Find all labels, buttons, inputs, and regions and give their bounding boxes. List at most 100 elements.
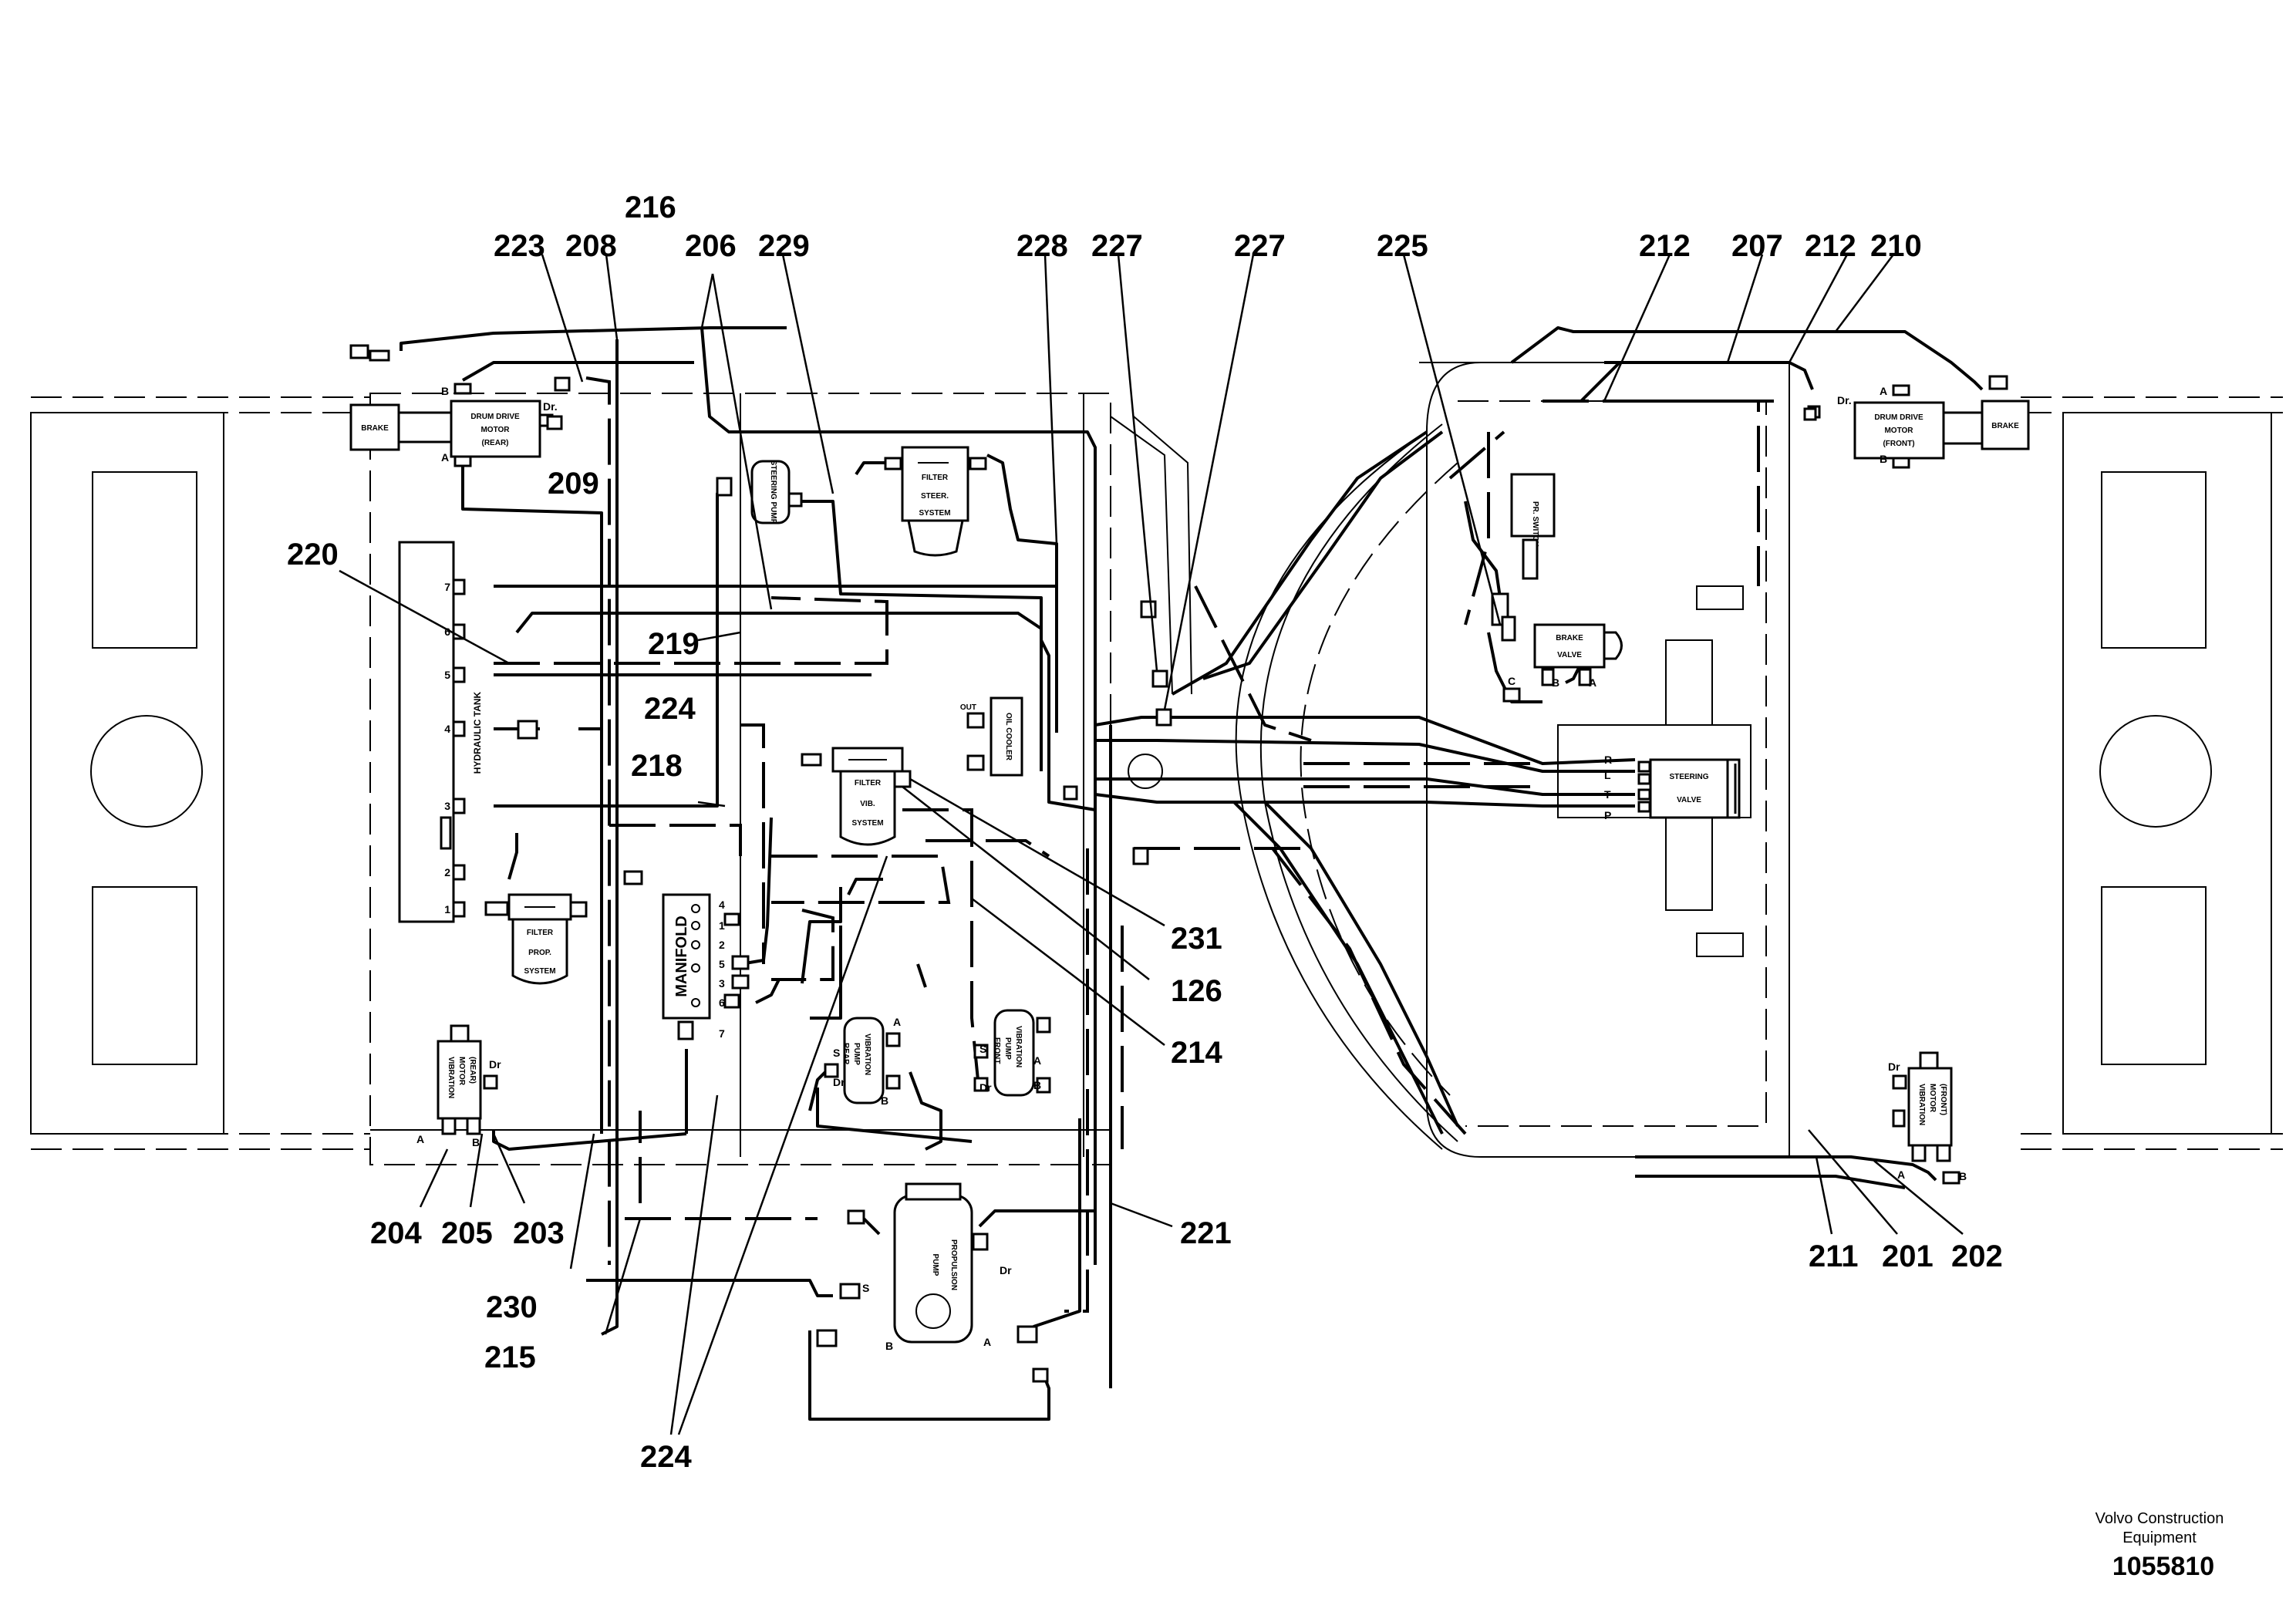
callout-201: 201 xyxy=(1882,1239,1934,1273)
pressure-switch: PR. SWITCH xyxy=(1491,473,1556,642)
callout-228: 228 xyxy=(1017,229,1068,263)
svg-text:1: 1 xyxy=(444,903,450,916)
svg-text:FILTER: FILTER xyxy=(527,929,554,937)
svg-text:A: A xyxy=(893,1016,901,1028)
svg-text:VIB.: VIB. xyxy=(860,800,875,808)
svg-text:Dr: Dr xyxy=(979,1081,992,1094)
callout-204: 204 xyxy=(370,1216,422,1250)
callout-229: 229 xyxy=(758,229,810,263)
callout-215: 215 xyxy=(484,1340,536,1374)
svg-text:Dr.: Dr. xyxy=(1837,394,1852,406)
callout-225: 225 xyxy=(1377,229,1428,263)
svg-text:STEERING PUMP: STEERING PUMP xyxy=(769,460,777,524)
callout-216: 216 xyxy=(625,191,676,224)
svg-text:B: B xyxy=(1033,1079,1041,1091)
chassis-outline xyxy=(30,362,2283,1165)
svg-text:A: A xyxy=(416,1133,424,1145)
svg-text:BRAKE: BRAKE xyxy=(361,424,389,433)
drum-drive-motor-front: DRUM DRIVE MOTOR (FRONT) BRAKE A B Dr. xyxy=(1807,375,2030,469)
svg-text:2: 2 xyxy=(444,866,450,878)
svg-text:MOTOR: MOTOR xyxy=(1928,1084,1937,1113)
svg-text:STEER.: STEER. xyxy=(921,492,949,501)
callout-227-a: 227 xyxy=(1091,229,1143,263)
svg-text:S: S xyxy=(833,1047,840,1059)
callout-210: 210 xyxy=(1870,229,1922,263)
callout-224-b: 224 xyxy=(640,1440,692,1474)
vibration-pump-rear: VIBRATION PUMP REAR A S Dr B xyxy=(824,1016,901,1107)
steering-valve: STEERING VALVE R L T P xyxy=(1604,754,1741,821)
callout-206: 206 xyxy=(685,229,737,263)
filter-prop-system: FILTER PROP. SYSTEM xyxy=(484,893,588,985)
filter-steer-system: FILTER STEER. SYSTEM xyxy=(884,446,987,557)
svg-text:B: B xyxy=(441,385,449,397)
callout-211: 211 xyxy=(1809,1239,1859,1273)
svg-text:VALVE: VALVE xyxy=(1677,796,1701,804)
footer-brand: Volvo Construction Equipment 1055810 xyxy=(2095,1510,2224,1581)
svg-text:VALVE: VALVE xyxy=(1557,651,1582,659)
svg-text:A: A xyxy=(1589,676,1596,689)
svg-text:A: A xyxy=(983,1336,991,1348)
svg-text:1: 1 xyxy=(719,919,725,932)
callout-214: 214 xyxy=(1171,1036,1222,1070)
callout-203: 203 xyxy=(513,1216,565,1250)
svg-text:A: A xyxy=(1897,1168,1905,1181)
callout-221: 221 xyxy=(1180,1216,1232,1250)
vibration-motor-front: VIBRATION MOTOR (FRONT) Dr A B xyxy=(1888,1051,1967,1182)
svg-text:B: B xyxy=(881,1094,888,1107)
svg-text:S: S xyxy=(862,1282,869,1294)
svg-text:S: S xyxy=(979,1043,986,1055)
svg-text:SYSTEM: SYSTEM xyxy=(524,967,555,976)
svg-text:PUMP: PUMP xyxy=(931,1254,939,1276)
callout-202: 202 xyxy=(1951,1239,2003,1273)
svg-text:(FRONT): (FRONT) xyxy=(1939,1084,1947,1115)
callout-208: 208 xyxy=(565,229,617,263)
svg-text:5: 5 xyxy=(719,958,725,970)
svg-text:MOTOR: MOTOR xyxy=(457,1057,466,1086)
svg-text:Dr: Dr xyxy=(1888,1061,1900,1073)
svg-text:Dr.: Dr. xyxy=(543,400,558,413)
hoses-dashed xyxy=(494,361,1789,1313)
svg-text:FRONT: FRONT xyxy=(993,1037,1001,1064)
svg-text:(FRONT): (FRONT) xyxy=(1883,440,1914,448)
svg-text:B: B xyxy=(885,1340,893,1352)
drum-drive-motor-rear: BRAKE DRUM DRIVE MOTOR (REAR) B A Dr. xyxy=(349,344,558,467)
brake-valve: BRAKE VALVE C B A xyxy=(1502,623,1623,703)
fittings xyxy=(546,376,1961,1383)
svg-text:L: L xyxy=(1604,769,1611,781)
callout-207: 207 xyxy=(1731,229,1783,263)
callout-leaders xyxy=(339,254,1964,1435)
callout-numbers: 216 223 208 206 229 228 227 227 225 212 … xyxy=(287,191,2003,1474)
svg-text:PUMP: PUMP xyxy=(1003,1037,1012,1060)
svg-text:SYSTEM: SYSTEM xyxy=(851,819,883,828)
svg-text:3: 3 xyxy=(719,977,725,990)
svg-text:VIBRATION: VIBRATION xyxy=(1014,1026,1023,1067)
svg-text:A: A xyxy=(1033,1054,1041,1067)
vibration-pump-front: VIBRATION PUMP FRONT A S Dr B xyxy=(973,1009,1051,1097)
svg-text:HYDRAULIC TANK: HYDRAULIC TANK xyxy=(472,691,483,774)
svg-text:B: B xyxy=(1880,453,1887,465)
svg-text:REAR: REAR xyxy=(841,1043,850,1065)
svg-text:4: 4 xyxy=(444,723,450,735)
hoses-solid xyxy=(400,326,1984,1421)
svg-text:(REAR): (REAR) xyxy=(482,439,509,447)
svg-text:MOTOR: MOTOR xyxy=(480,426,510,434)
svg-text:DRUM DRIVE: DRUM DRIVE xyxy=(470,413,520,421)
callout-218: 218 xyxy=(631,749,683,783)
svg-text:OUT: OUT xyxy=(960,703,976,712)
oil-cooler: OIL COOLER OUT IN xyxy=(960,696,1023,777)
document-number: 1055810 xyxy=(2112,1552,2214,1581)
callout-219: 219 xyxy=(648,627,700,661)
steering-pump: STEERING PUMP xyxy=(716,460,803,524)
callout-231: 231 xyxy=(1171,922,1222,956)
callout-223: 223 xyxy=(494,229,545,263)
svg-text:VIBRATION: VIBRATION xyxy=(863,1034,872,1075)
svg-text:4: 4 xyxy=(719,899,725,911)
vibration-motor-rear: VIBRATION MOTOR (REAR) Dr A B xyxy=(416,1024,501,1148)
svg-text:PR. SWITCH: PR. SWITCH xyxy=(1531,501,1539,547)
svg-text:PUMP: PUMP xyxy=(852,1043,861,1065)
svg-text:FILTER: FILTER xyxy=(922,474,949,482)
svg-text:T: T xyxy=(1604,788,1611,801)
svg-text:B: B xyxy=(1959,1170,1967,1182)
svg-text:B: B xyxy=(1552,676,1559,689)
